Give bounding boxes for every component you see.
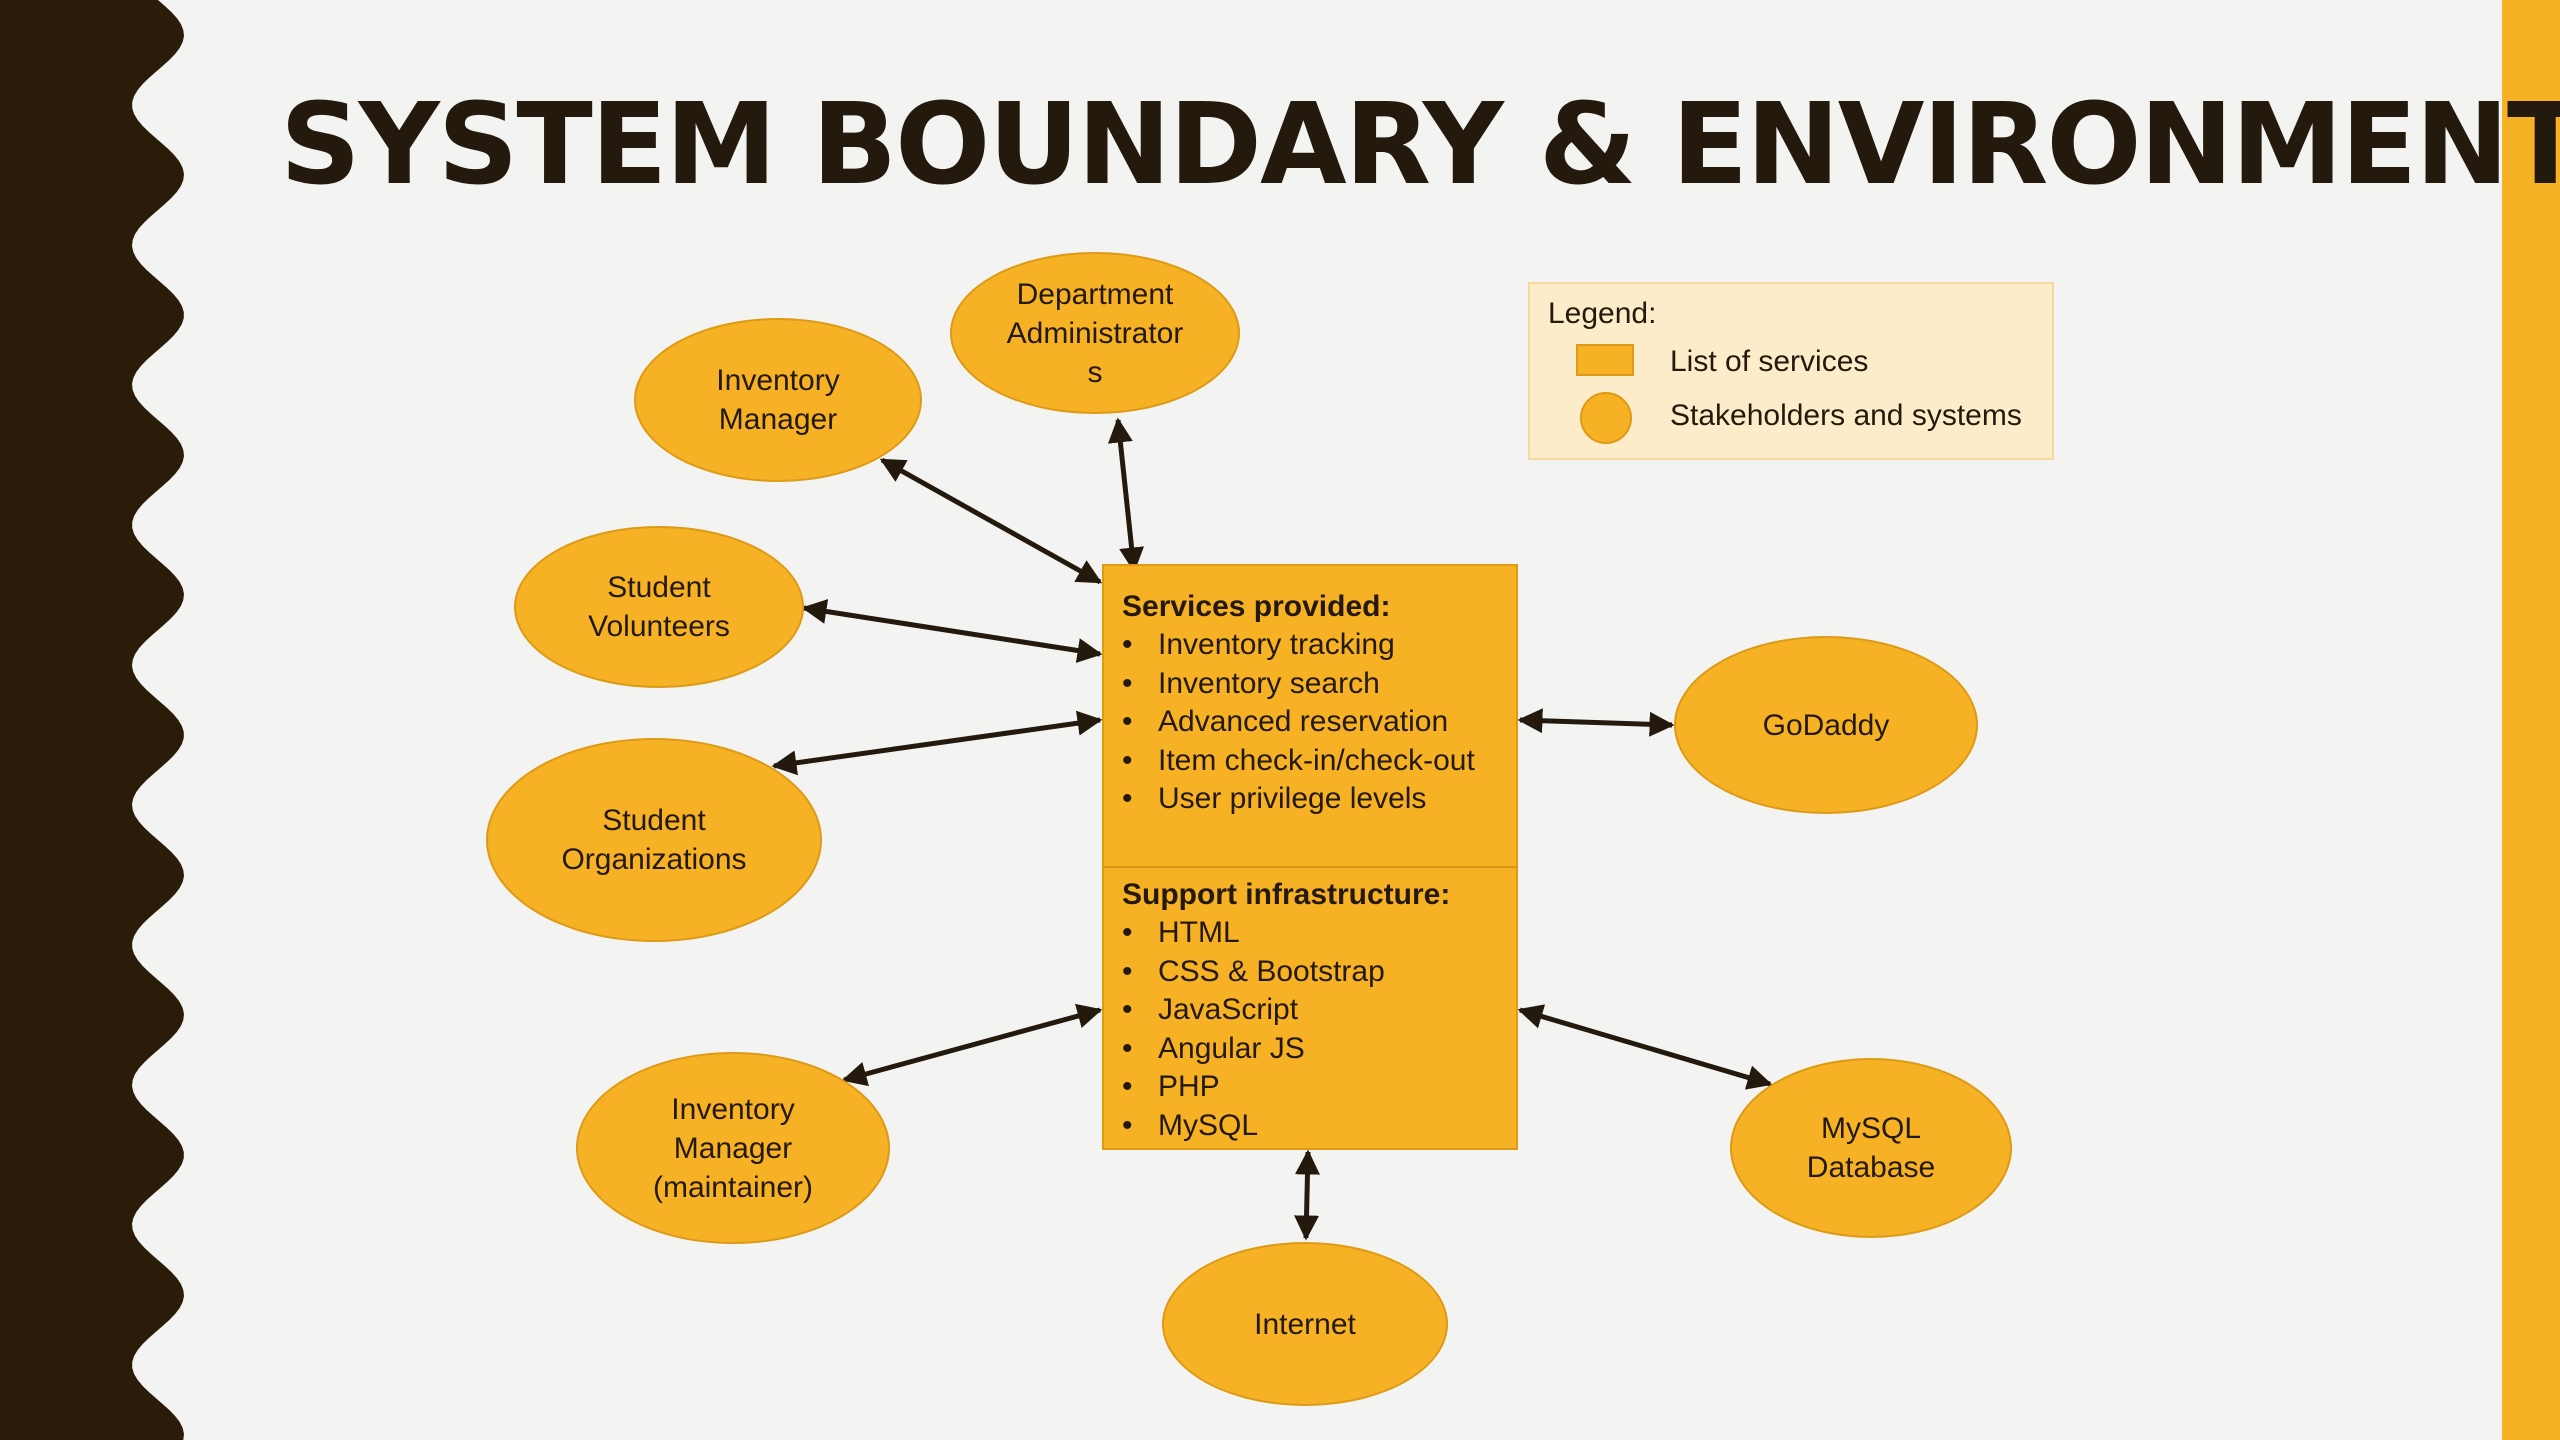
node-department-administrators: Department Administrator s (950, 252, 1240, 414)
support-item: Angular JS (1122, 1030, 1506, 1069)
support-item: PHP (1122, 1068, 1506, 1107)
node-internet-label: Internet (1254, 1307, 1356, 1341)
services-item: Inventory search (1122, 665, 1506, 704)
connector-inventory-manager (879, 457, 1103, 585)
services-item: Item check-in/check-out (1122, 742, 1506, 781)
connector-student-organizations (771, 710, 1103, 776)
node-inventory-manager: Inventory Manager (634, 318, 922, 482)
node-internet: Internet (1162, 1242, 1448, 1406)
support-item: HTML (1122, 914, 1506, 953)
legend: Legend: List of services Stakeholders an… (1528, 282, 2054, 460)
node-mysql-database-label: MySQL Database (1806, 1112, 1936, 1184)
connector-department-administrators (1107, 417, 1145, 573)
services-item: User privilege levels (1122, 780, 1506, 819)
connector-mysql-database (1517, 1004, 1773, 1090)
node-student-volunteers: Student Volunteers (514, 526, 804, 688)
node-mysql-database: MySQL Database (1730, 1058, 2012, 1238)
services-section: Services provided: Inventory tracking In… (1122, 588, 1506, 819)
connector-internet (1294, 1149, 1320, 1241)
connector-student-volunteers (801, 599, 1103, 663)
left-wavy-band (0, 0, 184, 1440)
support-item: CSS & Bootstrap (1122, 953, 1506, 992)
node-student-organizations: Student Organizations (486, 738, 822, 942)
support-list: HTML CSS & Bootstrap JavaScript Angular … (1122, 914, 1506, 1145)
node-student-organizations-label: Student Organizations (561, 804, 747, 876)
node-inventory-manager-maintainer: Inventory Manager (maintainer) (576, 1052, 890, 1244)
support-item: MySQL (1122, 1107, 1506, 1146)
legend-rectangle-swatch (1576, 344, 1634, 376)
node-inventory-manager-label: Inventory Manager (716, 364, 840, 436)
services-list: Inventory tracking Inventory search Adva… (1122, 626, 1506, 819)
legend-circle-swatch (1580, 392, 1632, 444)
services-item: Advanced reservation (1122, 703, 1506, 742)
node-student-volunteers-label: Student Volunteers (588, 571, 730, 643)
node-godaddy-label: GoDaddy (1762, 708, 1890, 742)
box-divider (1104, 866, 1516, 868)
support-title: Support infrastructure: (1122, 878, 1451, 911)
services-title: Services provided: (1122, 590, 1391, 623)
left-wavy-band-shape (0, 0, 184, 1440)
node-department-administrators-label: Department Administrator s (1006, 277, 1184, 389)
support-section: Support infrastructure: HTML CSS & Boots… (1122, 876, 1506, 1145)
node-inventory-manager-maintainer-label: Inventory Manager (maintainer) (652, 1092, 814, 1204)
node-godaddy: GoDaddy (1674, 636, 1978, 814)
connector-godaddy (1517, 708, 1675, 737)
connector-inventory-manager-maintainer (841, 1003, 1103, 1087)
services-item: Inventory tracking (1122, 626, 1506, 665)
legend-label-services: List of services (1670, 345, 1869, 378)
legend-title: Legend: (1548, 297, 1657, 330)
slide-title: SYSTEM BOUNDARY & ENVIRONMENTS (280, 80, 2560, 210)
support-item: JavaScript (1122, 991, 1506, 1030)
legend-label-stakeholders: Stakeholders and systems (1670, 399, 2022, 432)
services-box: Services provided: Inventory tracking In… (1102, 564, 1518, 1150)
right-accent-bar (2502, 0, 2560, 1440)
